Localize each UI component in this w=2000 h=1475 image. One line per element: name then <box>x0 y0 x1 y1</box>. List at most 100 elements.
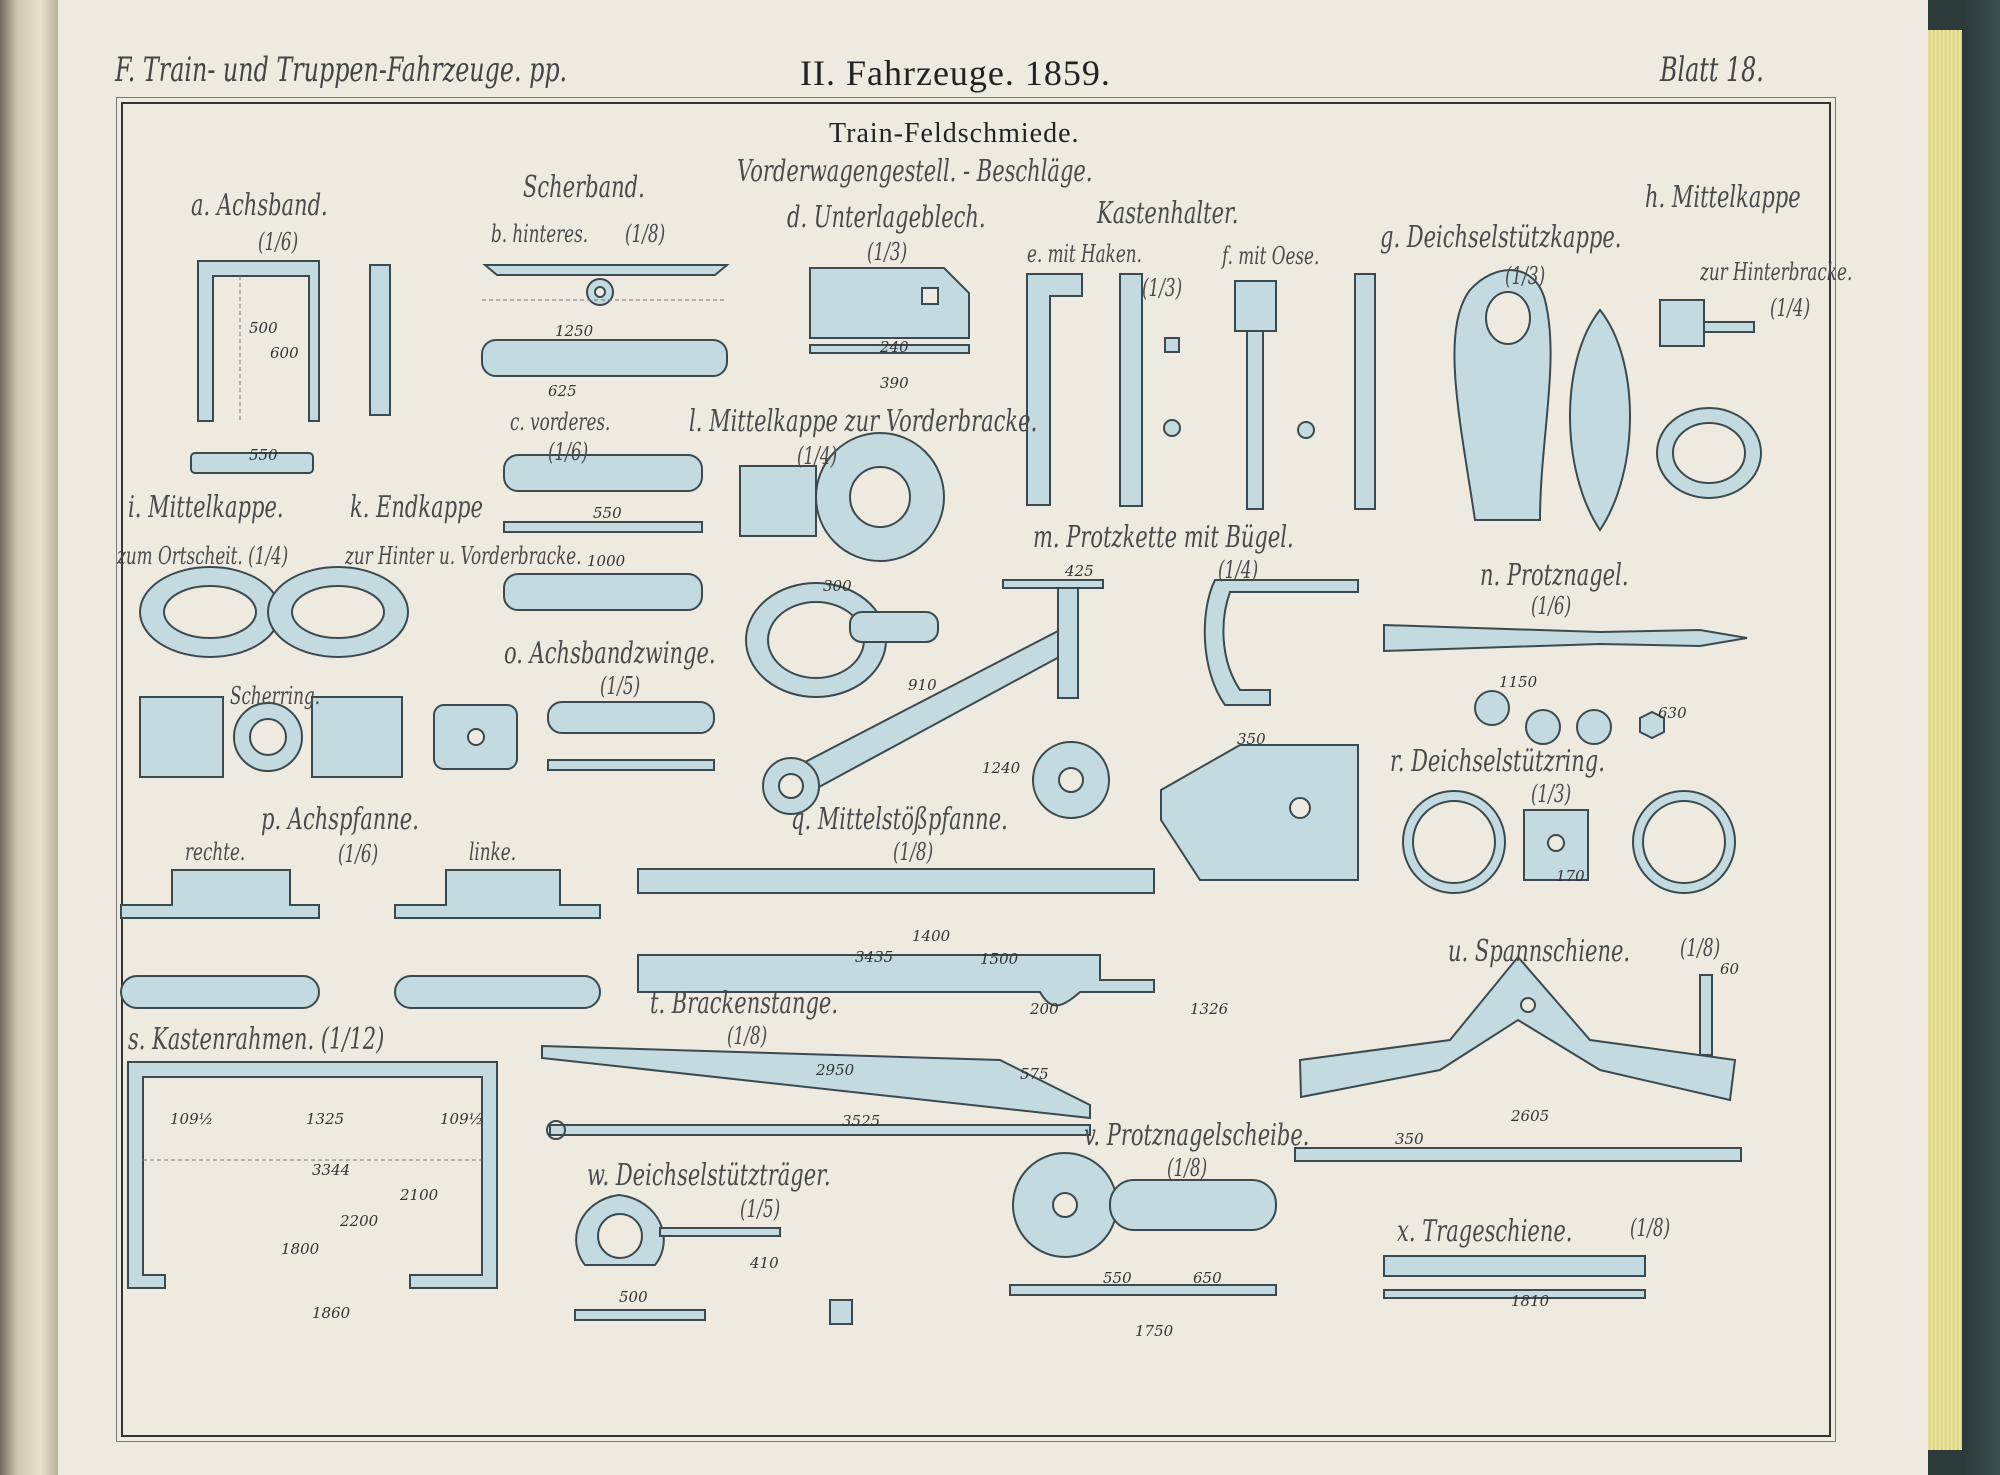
dimension-label: 625 <box>548 382 577 400</box>
scale-r: (1/3) <box>1531 780 1572 808</box>
plate-frame <box>116 97 1836 1442</box>
dimension-label: 1750 <box>1135 1322 1174 1340</box>
label-k-sub: zur Hinter u. Vorderbracke. <box>345 542 582 570</box>
dimension-label: 200 <box>1030 1000 1059 1018</box>
label-p-right: rechte. <box>185 838 246 866</box>
label-b: b. hinteres. <box>491 220 589 248</box>
label-e: e. mit Haken. <box>1027 240 1142 268</box>
label-scherband: Scherband. <box>523 170 645 205</box>
scale-o: (1/5) <box>600 672 641 700</box>
left-page-edge <box>0 0 58 1475</box>
part-v-protznagelscheibe <box>1009 1152 1277 1296</box>
label-scherring: Scherring. <box>230 682 321 710</box>
header-sheet-number: Blatt 18. <box>1660 50 1764 90</box>
scale-q: (1/8) <box>893 838 934 866</box>
dimension-label: 550 <box>1103 1269 1132 1287</box>
label-d: d. Unterlageblech. <box>787 200 986 235</box>
scale-u: (1/8) <box>1680 934 1721 962</box>
dimension-label: 3435 <box>855 948 894 966</box>
label-w: w. Deichselstützträger. <box>587 1158 831 1193</box>
dimension-label: 3344 <box>312 1161 351 1179</box>
scale-v: (1/8) <box>1167 1154 1208 1182</box>
part-x-trageschiene <box>1383 1255 1646 1299</box>
label-r: r. Deichselstützring. <box>1390 744 1605 779</box>
plate-title: Train-Feldschmiede. <box>829 118 1080 149</box>
label-g: g. Deichselstützkappe. <box>1380 220 1622 255</box>
dimension-label: 500 <box>619 1288 648 1306</box>
label-x: x. Trageschiene. <box>1397 1214 1573 1249</box>
label-n: n. Protznagel. <box>1480 558 1629 593</box>
label-f: f. mit Oese. <box>1222 242 1320 270</box>
dimension-label: 350 <box>1237 730 1266 748</box>
header-section: F. Train- und Truppen-Fahrzeuge. pp. <box>115 50 568 90</box>
scale-c: (1/6) <box>548 438 589 466</box>
label-o: o. Achsbandzwinge. <box>504 636 716 671</box>
part-g-deichselstuetzkappe <box>1453 269 1631 532</box>
part-m-protzkette <box>762 579 1359 881</box>
label-k: k. Endkappe <box>350 490 483 525</box>
part-t-brackenstange <box>541 1044 1091 1140</box>
dimension-label: 2950 <box>816 1061 855 1079</box>
label-h-sub: zur Hinterbracke. <box>1700 258 1853 286</box>
dimension-label: 410 <box>750 1254 779 1272</box>
dimension-label: 1500 <box>980 950 1019 968</box>
label-h: h. Mittelkappe <box>1645 180 1801 215</box>
dimension-label: 2100 <box>400 1186 439 1204</box>
dimension-label: 109½ <box>440 1110 484 1128</box>
page-stack-edge <box>1928 30 1962 1450</box>
label-p-left: linke. <box>469 838 517 866</box>
dimension-label: 630 <box>1658 704 1687 722</box>
part-a-achsband <box>190 260 391 474</box>
scale-h: (1/4) <box>1770 294 1811 322</box>
dimension-label: 2605 <box>1511 1107 1550 1125</box>
book-cover <box>1962 0 2000 1475</box>
label-i-sub: zum Ortscheit. (1/4) <box>117 542 289 570</box>
part-l-mittelkappe <box>739 432 945 698</box>
part-r-deichselstuetzring <box>1402 790 1736 894</box>
scale-n: (1/6) <box>1531 592 1572 620</box>
label-v: v. Protznagelscheibe. <box>1084 1118 1310 1153</box>
label-a: a. Achsband. <box>191 188 328 223</box>
dimension-label: 1810 <box>1511 1292 1550 1310</box>
dimension-label: 550 <box>593 504 622 522</box>
dimension-label: 910 <box>908 676 937 694</box>
part-c-vorderes-scherband <box>503 454 703 611</box>
scale-l: (1/4) <box>797 442 838 470</box>
scale-t: (1/8) <box>727 1022 768 1050</box>
part-h-mittelkappe <box>1656 299 1762 499</box>
dimension-label: 1250 <box>555 322 594 340</box>
part-n-protznagel <box>1383 623 1748 745</box>
dimension-label: 350 <box>1395 1130 1424 1148</box>
dimension-label: 425 <box>1065 562 1094 580</box>
scale-w: (1/5) <box>740 1195 781 1223</box>
part-q-mittelstosspfanne <box>637 868 1155 1007</box>
dimension-label: 1240 <box>982 759 1021 777</box>
dimension-label: 390 <box>880 374 909 392</box>
part-d-unterlageblech <box>809 267 970 354</box>
label-p: p. Achspfanne. <box>261 802 419 837</box>
part-p-achspfanne <box>120 869 601 1009</box>
dimension-label: 1400 <box>912 927 951 945</box>
part-s-kastenrahmen <box>127 1061 498 1289</box>
label-i: i. Mittelkappe. <box>128 490 284 525</box>
dimension-label: 1860 <box>312 1304 351 1322</box>
label-t: t. Brackenstange. <box>650 986 839 1021</box>
part-u-spannschiene <box>1294 955 1742 1162</box>
part-b-scherband <box>481 264 730 377</box>
dimension-label: 600 <box>270 344 299 362</box>
dimension-label: 575 <box>1020 1065 1049 1083</box>
scale-e: (1/3) <box>1142 274 1183 302</box>
dimension-label: 550 <box>249 446 278 464</box>
dimension-label: 650 <box>1193 1269 1222 1287</box>
part-i-k-kappen <box>139 566 518 778</box>
scale-b: (1/8) <box>625 220 666 248</box>
dimension-label: 500 <box>249 319 278 337</box>
dimension-label: 1150 <box>1499 673 1538 691</box>
scale-g: (1/3) <box>1505 262 1546 290</box>
label-l: l. Mittelkappe zur Vorderbracke. <box>689 404 1038 439</box>
dimension-label: 1800 <box>281 1240 320 1258</box>
dimension-label: 109½ <box>170 1110 214 1128</box>
scale-m: (1/4) <box>1218 556 1259 584</box>
plate-subtitle: Vorderwagengestell. - Beschläge. <box>737 154 1093 189</box>
part-o-achsbandzwinge <box>547 701 715 771</box>
